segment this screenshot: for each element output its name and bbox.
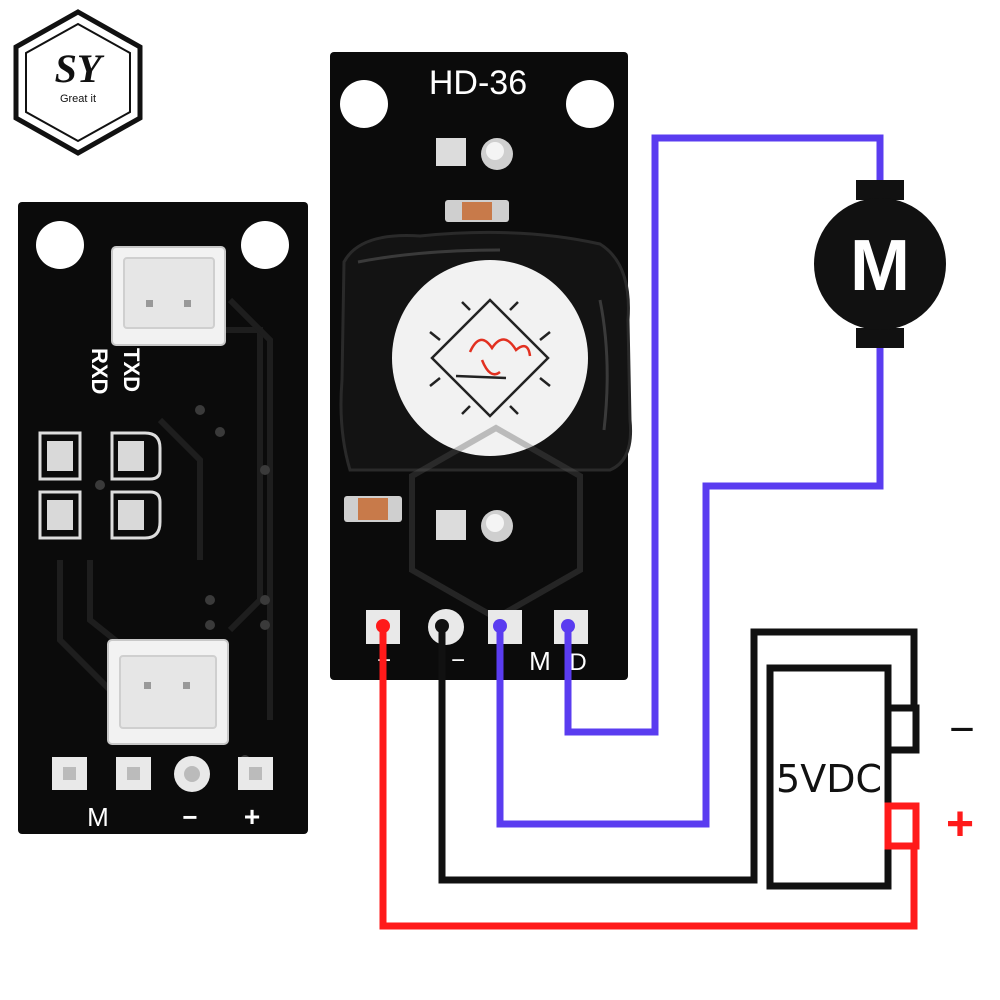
pin-label-m: M (87, 802, 109, 832)
motor-symbol: M (814, 180, 946, 348)
right-board: HD-36 (330, 52, 633, 680)
pin-label-minus: − (182, 802, 197, 832)
mounting-hole (241, 221, 289, 269)
logo-letters: SY (55, 46, 105, 91)
rxd-label: RXD (87, 348, 112, 394)
brand-logo: SY Great it (13, 9, 143, 156)
power-plus-label: + (946, 798, 974, 851)
wiring (376, 134, 918, 930)
vibration-sensor (392, 260, 588, 456)
motor-wire-b (496, 338, 884, 828)
mounting-hole (36, 221, 84, 269)
left-pin-pads (52, 756, 273, 792)
power-supply-label: 5VDC (776, 757, 882, 801)
pin-label-plus: + (244, 801, 260, 832)
mounting-hole (566, 80, 614, 128)
logo-tagline: Great it (60, 93, 96, 105)
pin-label-minus-2: − (451, 647, 465, 674)
motor-connector (107, 639, 229, 745)
pin-label-m: M (529, 646, 551, 676)
mounting-hole (340, 80, 388, 128)
motor-wire-a (564, 134, 884, 736)
left-board: RXD TXD (18, 202, 308, 834)
uart-connector (111, 246, 226, 346)
negative-wire (438, 626, 918, 884)
positive-wire (379, 626, 918, 930)
board-model-label: HD-36 (429, 64, 527, 102)
txd-label: TXD (119, 348, 144, 392)
power-minus-label: − (949, 705, 975, 754)
power-supply: 5VDC − + (766, 664, 975, 890)
motor-label: M (850, 226, 910, 306)
pin-label-d: D (569, 649, 586, 676)
solder-jumper-pads (38, 431, 162, 540)
